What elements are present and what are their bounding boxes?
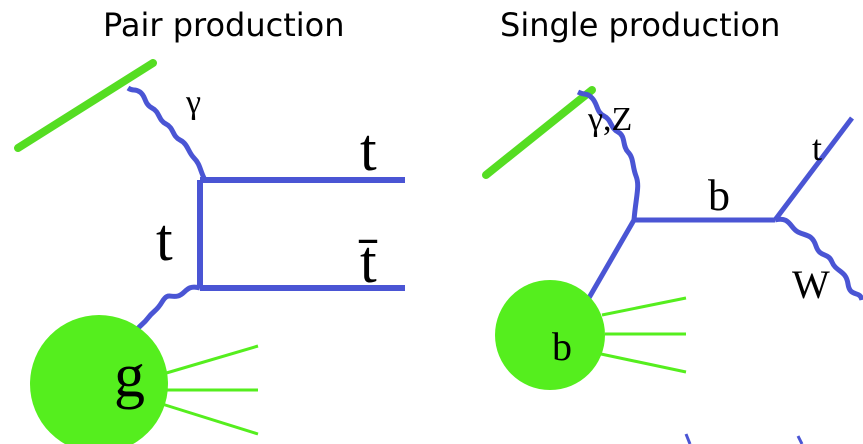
single-production-title: Single production xyxy=(500,6,781,44)
pair-production-diagram: γ t t̄ t g xyxy=(14,59,405,444)
right-remnant-line-3 xyxy=(600,352,687,374)
right-boson-label: γ,Z xyxy=(587,101,632,138)
right-bottom-internal-label: b xyxy=(708,171,730,220)
pair-production-title: Pair production xyxy=(103,6,345,44)
right-top-label: t xyxy=(812,128,822,168)
left-remnant-line-1 xyxy=(162,344,259,376)
right-proton-blob xyxy=(495,280,605,390)
left-remnant-line-3 xyxy=(161,402,259,436)
right-top-line xyxy=(773,116,854,222)
single-production-diagram: γ,Z b t W b xyxy=(482,86,863,444)
left-top-label: t xyxy=(360,117,377,183)
left-propagator-label: t xyxy=(156,207,173,273)
right-boson-line xyxy=(576,89,641,221)
left-photon-label: γ xyxy=(185,84,201,121)
left-antitop-label: t̄ xyxy=(358,229,378,295)
left-beam-line xyxy=(14,59,157,152)
right-w-line xyxy=(774,216,863,301)
right-w-label: W xyxy=(792,262,830,307)
right-bottom-mark-2 xyxy=(796,435,804,444)
right-bottom-mark-1 xyxy=(684,433,692,444)
left-proton-blob xyxy=(30,315,168,444)
right-remnant-line-1 xyxy=(601,296,687,317)
right-bottom-in-label: b xyxy=(552,324,572,369)
left-photon-line xyxy=(126,85,207,180)
left-gluon-label: g xyxy=(114,342,145,410)
right-beam-line xyxy=(482,86,596,179)
